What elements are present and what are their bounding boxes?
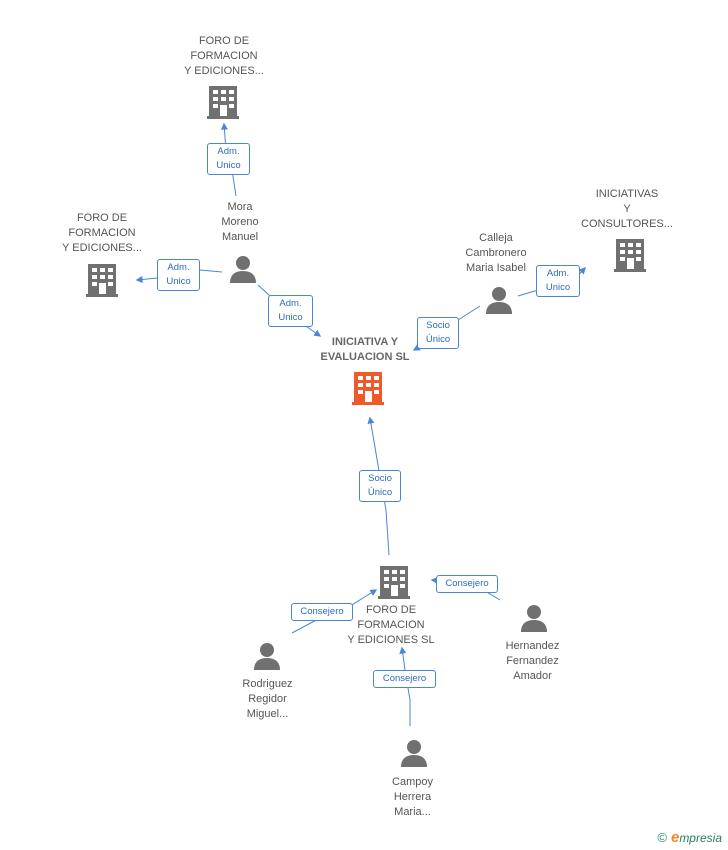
- person-icon: [254, 643, 280, 670]
- edge-badge-adm-unico[interactable]: Adm. Unico: [536, 265, 580, 297]
- person-icon: [401, 740, 427, 767]
- person-icon: [230, 256, 256, 283]
- edge-badge-adm-unico[interactable]: Adm. Unico: [268, 295, 313, 327]
- node-label: Hernandez Fernandez Amador: [505, 640, 560, 682]
- edge-badge-adm-unico[interactable]: Adm. Unico: [157, 259, 200, 291]
- edge-badge-adm-unico[interactable]: Adm. Unico: [207, 143, 250, 175]
- person-icon: [521, 605, 547, 632]
- building-icon: [207, 86, 239, 119]
- person-icon: [486, 287, 512, 314]
- node-label: Mora Moreno Manuel: [221, 201, 259, 243]
- building-icon: [86, 264, 118, 297]
- copyright-symbol: ©: [657, 830, 667, 845]
- node-label: Rodriguez Regidor Miguel...: [242, 678, 293, 720]
- node-label: Calleja Cambronero Maria Isabel: [465, 232, 527, 274]
- node-label: Campoy Herrera Maria...: [392, 776, 433, 818]
- brand-logo-initial: e: [670, 829, 680, 846]
- edge-badge-consejero[interactable]: Consejero: [291, 603, 353, 621]
- building-icon: [378, 566, 410, 599]
- footer-branding: ©empresia: [657, 829, 722, 846]
- edge-badge-consejero[interactable]: Consejero: [373, 670, 436, 688]
- node-label: FORO DE FORMACION Y EDICIONES...: [62, 212, 142, 254]
- edge-badge-consejero[interactable]: Consejero: [436, 575, 498, 593]
- building-icon: [352, 372, 384, 405]
- node-label: FORO DE FORMACION Y EDICIONES SL: [347, 604, 435, 646]
- node-label: INICIATIVA Y EVALUACION SL: [320, 336, 410, 363]
- brand-name: mpresia: [679, 831, 722, 845]
- node-label: FORO DE FORMACION Y EDICIONES...: [184, 35, 264, 77]
- edge-badge-socio-unico[interactable]: Socio Único: [359, 470, 401, 502]
- building-icon: [614, 239, 646, 272]
- node-label: INICIATIVAS Y CONSULTORES...: [581, 188, 673, 230]
- edge-badge-socio-unico[interactable]: Socio Único: [417, 317, 459, 349]
